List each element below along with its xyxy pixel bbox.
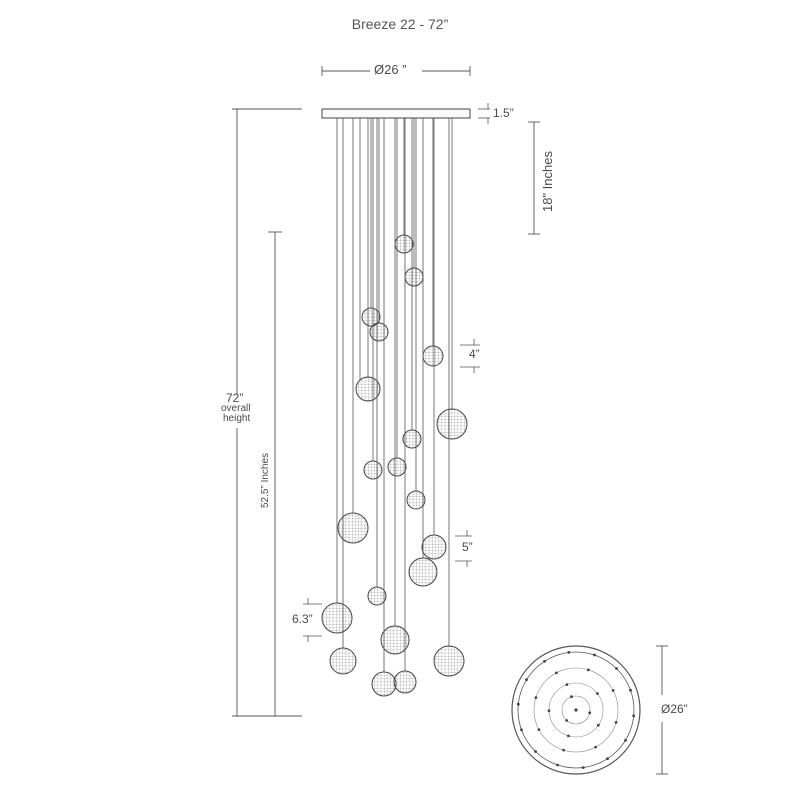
canopy bbox=[321, 108, 471, 119]
plan-pendant-point bbox=[555, 671, 558, 675]
plan-pendant-point bbox=[593, 653, 596, 657]
pendant-globe bbox=[393, 670, 417, 694]
cluster-height-dimension bbox=[268, 231, 282, 717]
pendant-globe bbox=[387, 457, 407, 477]
plan-pendant-point bbox=[565, 719, 569, 722]
pendant-globe bbox=[406, 490, 426, 510]
pendant-globe bbox=[422, 345, 444, 367]
plan-pendant-point bbox=[629, 688, 632, 692]
medium-globe-label: 5” bbox=[462, 540, 473, 554]
canopy-height-label: 1.5” bbox=[493, 106, 514, 120]
small-globe-dimension bbox=[460, 339, 480, 373]
plan-pendant-point bbox=[594, 745, 597, 749]
plan-pendant-point bbox=[556, 763, 559, 767]
pendant-cluster bbox=[321, 118, 468, 697]
overall-height-label-line1: overall bbox=[221, 403, 251, 414]
plan-pendant-point bbox=[596, 723, 600, 727]
pendant-globe bbox=[394, 234, 414, 254]
plan-pendant-point bbox=[581, 766, 585, 769]
plan-pendant-point bbox=[543, 659, 546, 663]
cluster-height-label: 52.5” Inches bbox=[260, 452, 271, 508]
plan-pendant-point bbox=[632, 714, 636, 718]
canopy-width-dimension bbox=[321, 66, 471, 76]
pendant-globe bbox=[408, 557, 438, 587]
pendant-globe bbox=[369, 322, 389, 342]
plan-view-pendant-points bbox=[516, 651, 636, 769]
plan-view bbox=[511, 645, 641, 775]
plan-pendant-point bbox=[547, 709, 551, 713]
pendant-globe bbox=[402, 429, 422, 449]
plan-pendant-point bbox=[588, 711, 592, 715]
pendant-globe bbox=[329, 647, 357, 675]
pendant-globe bbox=[371, 671, 397, 697]
plan-pendant-point bbox=[534, 750, 537, 753]
plan-pendant-point bbox=[570, 695, 573, 699]
canopy-diameter-label: Ø26 ” bbox=[374, 62, 407, 77]
plan-pendant-point bbox=[596, 692, 599, 695]
pendant-globe bbox=[421, 534, 447, 560]
plan-pendant-point bbox=[615, 667, 618, 670]
plan-pendant-point bbox=[534, 696, 538, 699]
plan-pendant-point bbox=[611, 689, 615, 692]
plan-pendant-point bbox=[562, 748, 565, 752]
pendant-globe bbox=[380, 625, 410, 655]
plan-pendant-point bbox=[520, 728, 523, 732]
plan-pendant-point bbox=[614, 721, 618, 724]
pendant-globe bbox=[433, 645, 465, 677]
plan-pendant-point bbox=[525, 678, 528, 682]
plan-diameter-dimension bbox=[656, 645, 668, 775]
overall-height-dimension bbox=[232, 108, 302, 717]
plan-pendant-point bbox=[537, 728, 541, 731]
plan-pendant-point bbox=[587, 668, 590, 672]
large-globe-dimension bbox=[303, 598, 322, 642]
pendant-globe bbox=[404, 267, 424, 287]
pendant-globe bbox=[321, 602, 353, 634]
large-globe-label: 6.3” bbox=[292, 612, 313, 626]
plan-pendant-point bbox=[606, 757, 609, 761]
plan-diameter-label: Ø26” bbox=[661, 702, 688, 716]
page-title: Breeze 22 - 72” bbox=[351, 16, 449, 32]
overall-height-label-line2: height bbox=[223, 413, 251, 424]
pendant-globe bbox=[361, 307, 381, 327]
min-drop-label: 18" Inches bbox=[540, 151, 555, 212]
pendant-globe bbox=[436, 408, 468, 440]
pendant-globe bbox=[367, 586, 387, 606]
pendant-globe bbox=[363, 460, 383, 480]
canopy-height-dimension bbox=[478, 103, 490, 124]
plan-pendant-point bbox=[565, 683, 569, 686]
plan-pendant-point bbox=[567, 651, 571, 654]
medium-globe-dimension bbox=[455, 530, 472, 567]
overall-height-value: 72” bbox=[226, 391, 244, 405]
plan-pendant-point bbox=[516, 702, 520, 706]
pendant-globe bbox=[355, 376, 381, 402]
min-drop-dimension bbox=[528, 121, 540, 235]
plan-center-point bbox=[574, 708, 578, 712]
plan-pendant-point bbox=[567, 734, 570, 738]
pendant-globe bbox=[337, 512, 369, 544]
small-globe-label: 4” bbox=[469, 347, 480, 361]
plan-pendant-point bbox=[624, 738, 627, 742]
